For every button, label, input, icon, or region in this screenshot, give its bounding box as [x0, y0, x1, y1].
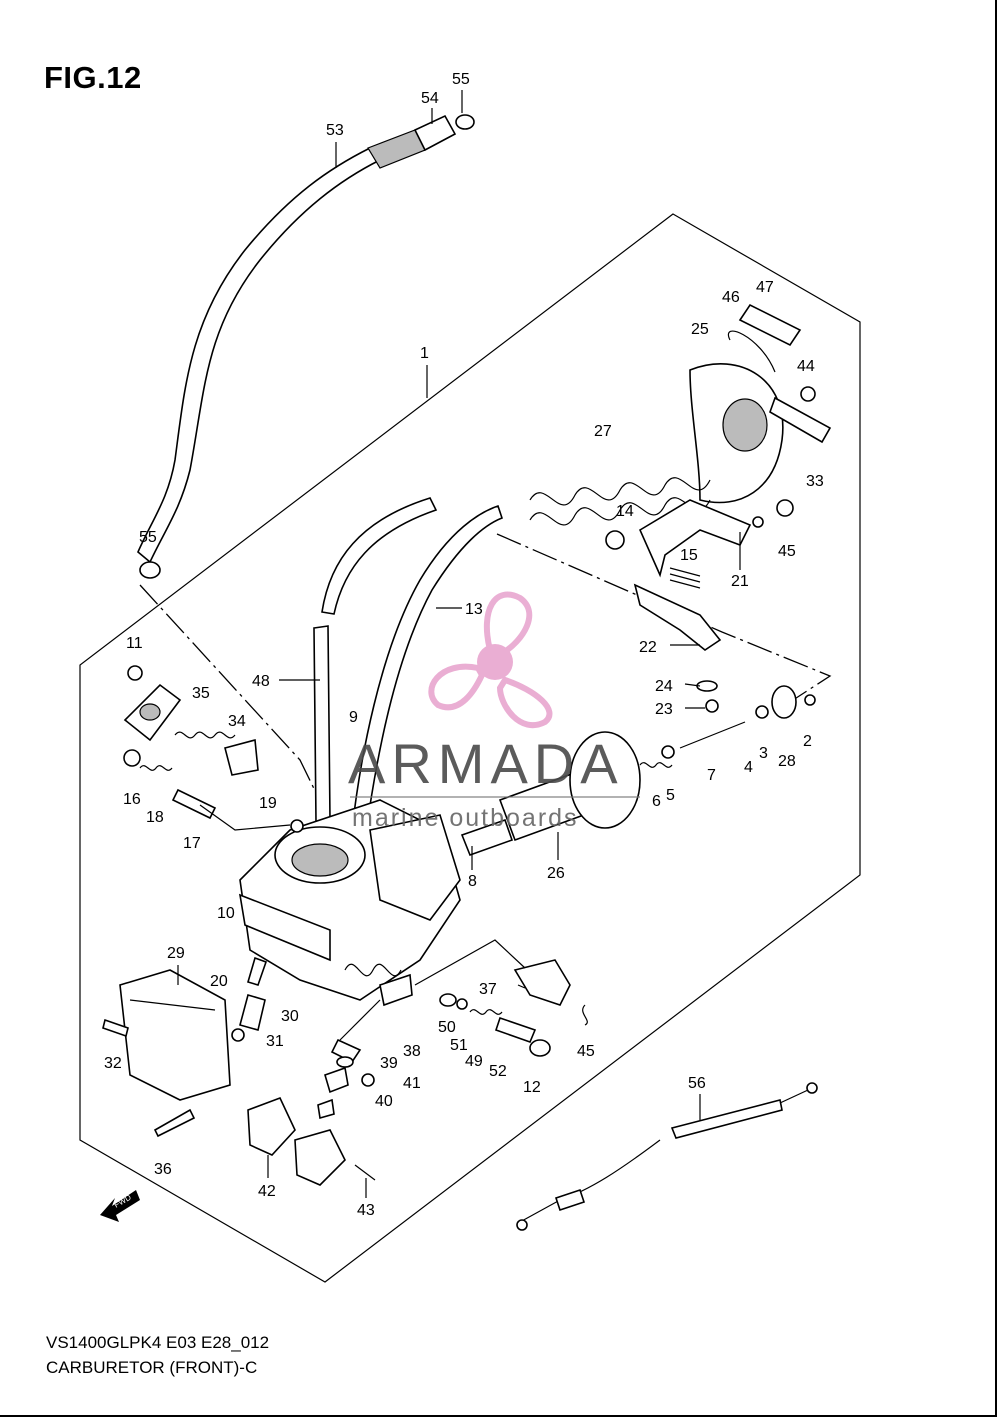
- left-parts: [123, 665, 304, 833]
- callout-labels: 1 2 3 4 5 6 7 8 9 10 11 12 13 14 15 16 1…: [104, 71, 824, 1219]
- callout-4: 4: [744, 759, 753, 776]
- callout-39: 39: [380, 1055, 398, 1072]
- callout-6: 6: [652, 793, 661, 810]
- leader-lines: [177, 90, 741, 1198]
- fwd-arrow-icon: FWD: [100, 1190, 140, 1222]
- callout-48: 48: [252, 673, 270, 690]
- callout-41: 41: [403, 1075, 421, 1092]
- callout-42: 42: [258, 1183, 276, 1200]
- callout-18: 18: [146, 809, 164, 826]
- callout-7: 7: [707, 767, 716, 784]
- callout-27: 27: [594, 423, 612, 440]
- callout-23: 23: [655, 701, 673, 718]
- callout-12: 12: [523, 1079, 541, 1096]
- bracket-21-22: [605, 499, 794, 713]
- carburetor-body: [238, 799, 461, 1007]
- throttle-parts: [339, 939, 588, 1057]
- callout-24: 24: [655, 678, 673, 695]
- callout-38: 38: [403, 1043, 421, 1060]
- callout-55-lower: 55: [139, 529, 157, 546]
- callout-10: 10: [217, 905, 235, 922]
- callout-49: 49: [465, 1053, 483, 1070]
- callout-37: 37: [479, 981, 497, 998]
- callout-51: 51: [450, 1037, 468, 1054]
- callout-45: 45: [778, 543, 796, 560]
- cover-group-25: [689, 303, 832, 504]
- callout-16: 16: [123, 791, 141, 808]
- callout-52: 52: [489, 1063, 507, 1080]
- callout-33: 33: [806, 473, 824, 490]
- figure-title: FIG.12: [44, 60, 142, 95]
- callout-46: 46: [722, 289, 740, 306]
- jets-and-needles: [231, 956, 375, 1120]
- callout-55: 55: [452, 71, 470, 88]
- watermark: ARMADA marine outboards: [348, 591, 640, 832]
- watermark-brand: ARMADA: [348, 732, 624, 795]
- watermark-tagline: marine outboards: [352, 804, 579, 832]
- callout-3: 3: [759, 745, 768, 762]
- float-42: [247, 1096, 376, 1186]
- model-code: VS1400GLPK4 E03 E28_012: [46, 1333, 270, 1352]
- callout-13: 13: [465, 601, 483, 618]
- assembly-name: CARBURETOR (FRONT)-C: [46, 1358, 258, 1377]
- callout-11: 11: [126, 635, 143, 652]
- callout-15: 15: [680, 547, 698, 564]
- callout-47: 47: [756, 279, 774, 296]
- callout-56: 56: [688, 1075, 706, 1092]
- callout-19: 19: [259, 795, 277, 812]
- callout-28: 28: [778, 753, 796, 770]
- callout-30: 30: [281, 1008, 299, 1025]
- callout-54: 54: [421, 90, 439, 107]
- spring-27: [529, 477, 711, 526]
- callout-21: 21: [731, 573, 749, 590]
- plunger-26: [460, 685, 816, 857]
- subassembly-outline-choke: [496, 533, 832, 703]
- callout-31: 31: [266, 1033, 284, 1050]
- callout-34: 34: [228, 713, 246, 730]
- callout-29: 29: [167, 945, 185, 962]
- cable-56: [516, 1082, 818, 1231]
- vent-hose-53: [137, 114, 475, 579]
- callout-8: 8: [468, 873, 477, 890]
- callout-14: 14: [616, 503, 634, 520]
- float-bowl-29: [102, 969, 231, 1138]
- callout-22: 22: [639, 639, 657, 656]
- propeller-logo-icon: [428, 591, 553, 729]
- hose-13: [351, 504, 503, 833]
- callout-1: 1: [420, 345, 429, 362]
- callout-26: 26: [547, 865, 565, 882]
- callout-17: 17: [183, 835, 201, 852]
- callout-20: 20: [210, 973, 228, 990]
- callout-25: 25: [691, 321, 709, 338]
- callout-9: 9: [349, 709, 358, 726]
- assembly-outline: [79, 213, 861, 1283]
- callout-5: 5: [666, 787, 675, 804]
- callout-45-lower: 45: [577, 1043, 595, 1060]
- callout-32: 32: [104, 1055, 122, 1072]
- callout-40: 40: [375, 1093, 393, 1110]
- callout-44: 44: [797, 358, 815, 375]
- callout-35: 35: [192, 685, 210, 702]
- callout-2: 2: [803, 733, 812, 750]
- callout-43: 43: [357, 1202, 375, 1219]
- callout-50: 50: [438, 1019, 456, 1036]
- callout-53: 53: [326, 122, 344, 139]
- callout-36: 36: [154, 1161, 172, 1178]
